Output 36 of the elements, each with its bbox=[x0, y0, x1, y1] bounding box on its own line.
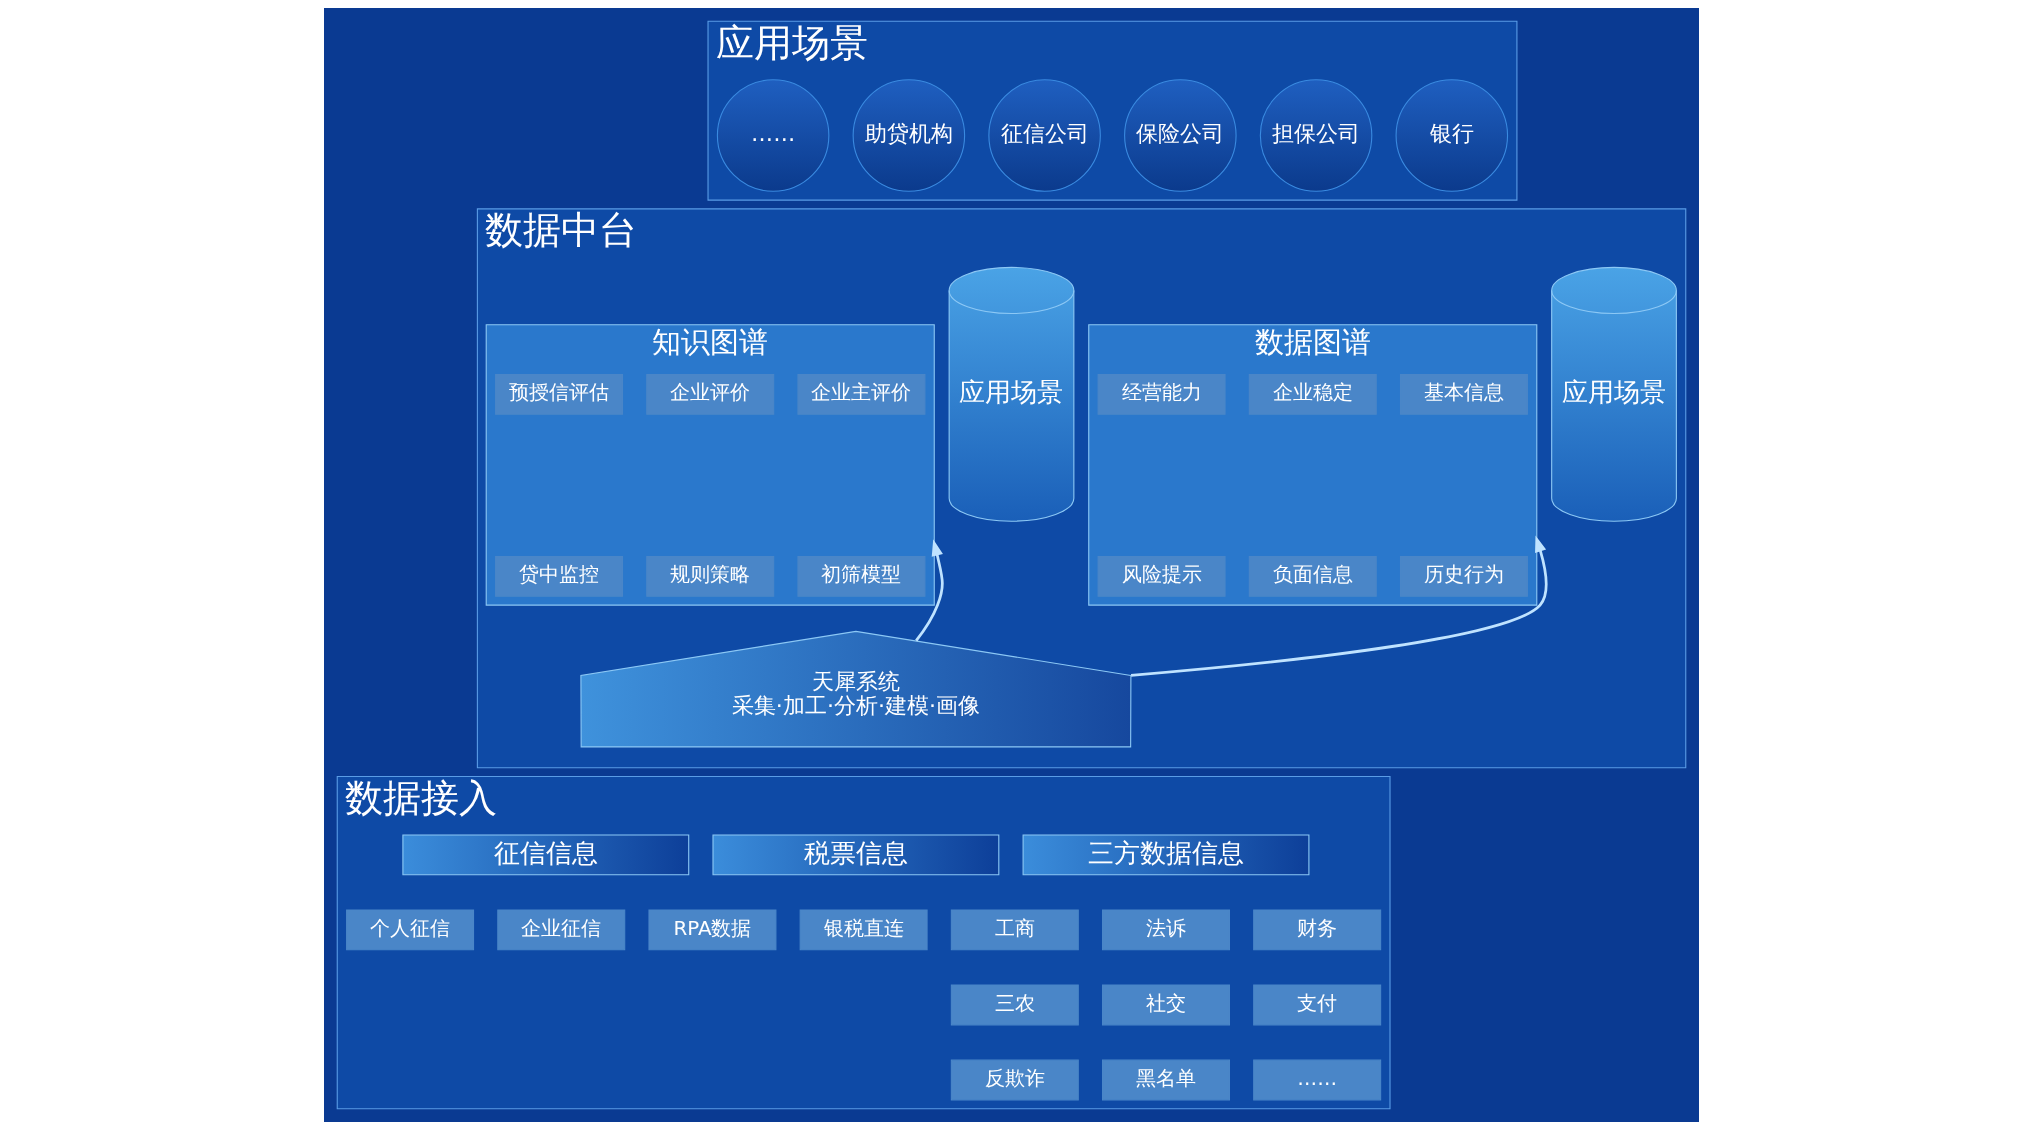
node-box: 经营能力 bbox=[1097, 373, 1226, 415]
node-box: 三方数据信息 bbox=[1022, 834, 1310, 876]
node-box: 负面信息 bbox=[1248, 555, 1377, 597]
node-box: 预授信评估 bbox=[495, 373, 624, 415]
node-box: RPA数据 bbox=[648, 909, 777, 951]
node-box: 企业征信 bbox=[497, 909, 626, 951]
node-box: 企业稳定 bbox=[1248, 373, 1377, 415]
node-box: 反欺诈 bbox=[950, 1059, 1079, 1101]
node-circle: 银行 bbox=[1395, 79, 1509, 192]
node-box: 企业评价 bbox=[646, 373, 775, 415]
arrow bbox=[915, 539, 944, 642]
node-box: 法诉 bbox=[1102, 909, 1230, 951]
node-circle: …… bbox=[716, 79, 830, 192]
node-circle: 助贷机构 bbox=[852, 79, 966, 192]
node-box: 征信信息 bbox=[402, 834, 690, 876]
node-box: 个人征信 bbox=[346, 909, 475, 951]
node-circle: 征信公司 bbox=[988, 79, 1101, 192]
node-box: 风险提示 bbox=[1097, 555, 1226, 597]
node-box: 规则策略 bbox=[646, 555, 775, 597]
node-box: 社交 bbox=[1102, 984, 1230, 1026]
node-box: 财务 bbox=[1253, 909, 1382, 951]
node-box: 初筛模型 bbox=[797, 555, 926, 597]
node-box: 支付 bbox=[1253, 984, 1382, 1026]
node-box: 工商 bbox=[950, 909, 1079, 951]
node-box: 企业主评价 bbox=[797, 373, 926, 415]
node-box: 黑名单 bbox=[1102, 1059, 1230, 1101]
arrow bbox=[1130, 535, 1548, 677]
node-box: 三农 bbox=[950, 984, 1079, 1026]
node-box: 税票信息 bbox=[712, 834, 1000, 876]
node-circle: 保险公司 bbox=[1124, 79, 1237, 192]
node-box: …… bbox=[1253, 1059, 1382, 1101]
node-box: 贷中监控 bbox=[495, 555, 624, 597]
node-box: 基本信息 bbox=[1399, 373, 1528, 415]
node-box: 历史行为 bbox=[1399, 555, 1528, 597]
node-circle: 担保公司 bbox=[1259, 79, 1373, 192]
node-box: 银税直连 bbox=[799, 909, 928, 951]
